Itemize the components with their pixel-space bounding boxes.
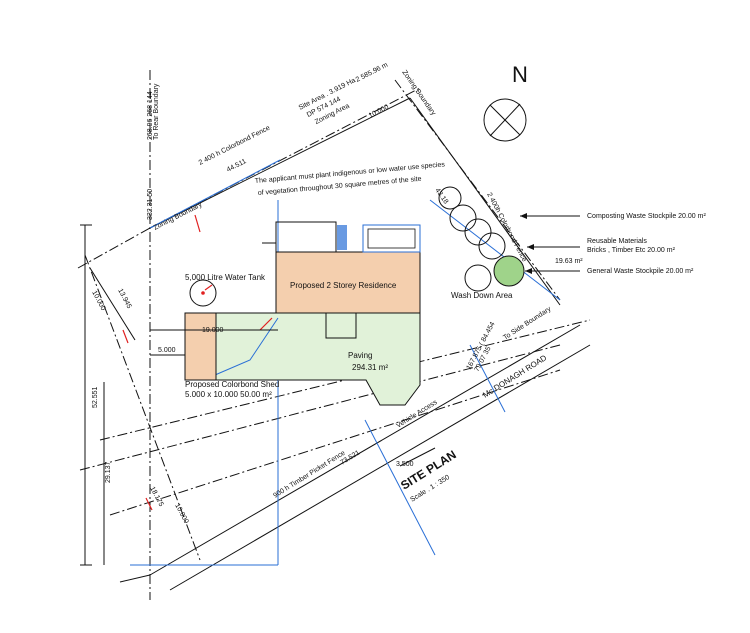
stockpile-area-label: 19.63 m² xyxy=(555,258,583,265)
paving-label: Paving xyxy=(348,351,372,360)
water-tank xyxy=(189,279,217,307)
general-waste-label: General Waste Stockpile 20.00 m² xyxy=(587,268,694,275)
north-arrow-icon xyxy=(483,98,527,142)
shed xyxy=(184,312,217,381)
dim-10000-left: 10.000 xyxy=(90,290,106,312)
shed-label-1: Proposed Colorbond Shed xyxy=(185,380,279,389)
leader-arrows xyxy=(520,213,580,274)
rear-boundary-text: To Rear Boundary xyxy=(153,83,160,140)
shed-label-2: 5.000 x 10.000 50.00 m² xyxy=(185,390,272,399)
carport xyxy=(362,224,421,253)
residence xyxy=(275,251,421,314)
dim-44511: 44.511 xyxy=(226,158,248,174)
composting-label: Composting Waste Stockpile 20.00 m² xyxy=(587,213,706,220)
north-label: N xyxy=(512,62,528,87)
water-tank-label: 5,000 Litre Water Tank xyxy=(185,273,266,282)
dim-52551: 52.551 xyxy=(92,386,99,408)
dim-332: 332.31 50 xyxy=(147,189,154,220)
dim-268: 268.96 268 144 xyxy=(147,91,154,140)
dim-43: 43.18 xyxy=(433,187,449,205)
residence-label: Proposed 2 Storey Residence xyxy=(290,281,397,290)
dim-5000: 5.000 xyxy=(158,347,176,354)
picket-fence-label: 900 h Timber Picket Fence xyxy=(272,450,346,500)
red-markers xyxy=(122,214,273,511)
dim-10000-bottom: 10.000 xyxy=(173,503,189,525)
dim-18175: 18.175 xyxy=(148,486,164,508)
reusable-label-2: Bricks , Timber Etc 20.00 m² xyxy=(587,247,676,254)
paving-area-label: 294.31 m² xyxy=(352,363,388,372)
dim-3500: 3.500 xyxy=(396,461,414,468)
zoning-boundary-left: Zoning Boundary xyxy=(153,201,204,232)
stair-marker xyxy=(337,225,347,250)
dim-13945: 13.945 xyxy=(116,288,132,310)
colorbond-fence-top: 2 400 h Colorbond Fence xyxy=(198,125,272,167)
reusable-label-1: Reusable Materials xyxy=(587,238,647,245)
wash-down-label: Wash Down Area xyxy=(451,291,513,300)
colorbond-fence-right: 2 400h Colorbond Fence xyxy=(485,192,527,263)
stockpile-circles xyxy=(438,186,525,292)
dimension-lines xyxy=(80,224,436,566)
side-boundary-label: To Side Boundary xyxy=(502,305,553,341)
dim-2585: 2 585.96 m xyxy=(355,62,390,84)
dim-29137: 29.137 xyxy=(105,461,112,483)
dim-19000: 19.000 xyxy=(202,327,224,334)
dim-10000-top: 10.000 xyxy=(368,104,390,120)
residence-upper xyxy=(275,221,337,253)
